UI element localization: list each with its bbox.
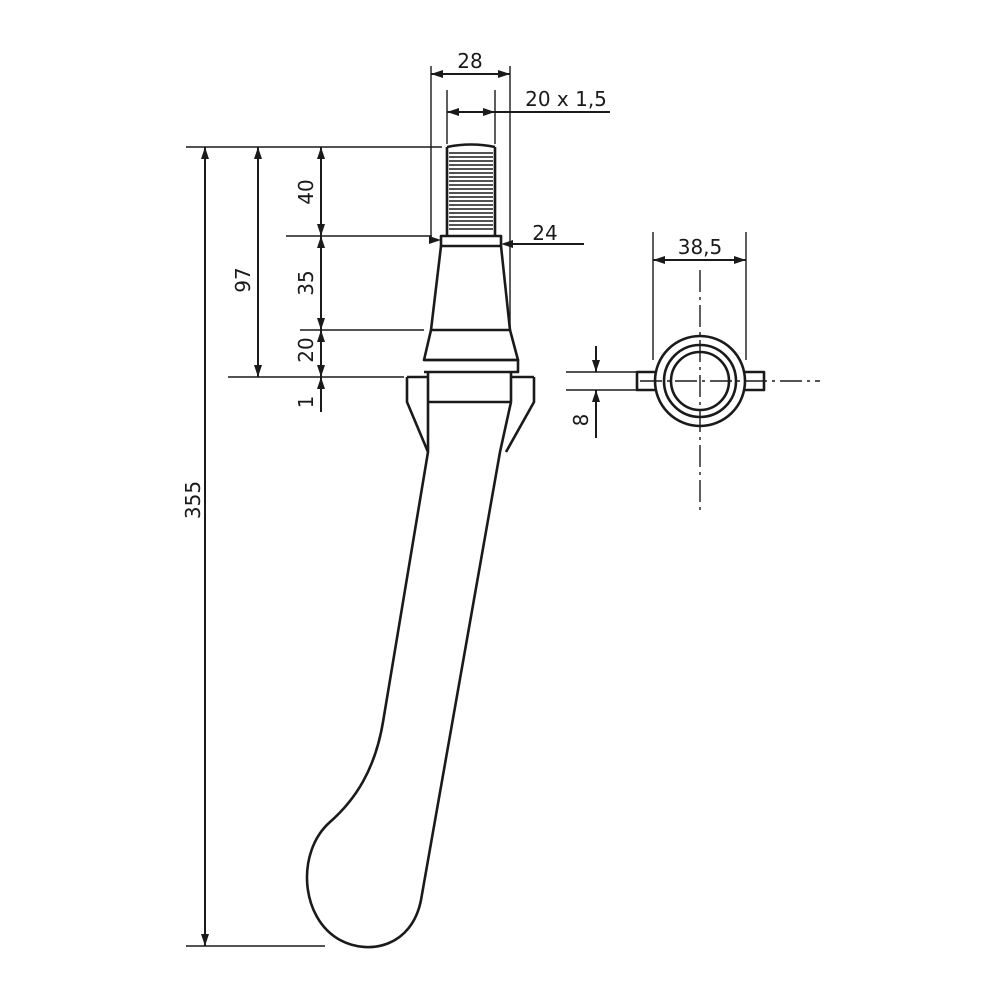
dim-taper-length: 35 xyxy=(294,270,318,295)
dim-upper-length: 97 xyxy=(231,267,255,292)
left-lug xyxy=(635,370,656,392)
dim-collar-length: 20 xyxy=(294,337,318,362)
collar-band xyxy=(424,358,520,374)
threaded-stud xyxy=(445,143,497,235)
dim-slot-width: 8 xyxy=(569,414,593,427)
flange-bracket xyxy=(405,375,536,453)
body-upper xyxy=(426,372,513,404)
dim-thread: 20 x 1,5 xyxy=(525,87,607,111)
collar xyxy=(422,328,520,362)
side-view xyxy=(305,143,536,949)
dim-neck-diameter: 24 xyxy=(532,221,557,245)
end-view xyxy=(635,270,820,512)
handle xyxy=(305,401,513,949)
dim-top-width: 28 xyxy=(457,49,482,73)
dim-thread-length: 40 xyxy=(294,179,318,204)
extension-lines xyxy=(186,66,747,947)
taper xyxy=(429,245,512,331)
dim-flange-gap: 1 xyxy=(294,396,318,409)
dim-flange-width: 38,5 xyxy=(678,235,723,259)
dim-overall-length: 355 xyxy=(181,481,205,519)
neck-ring xyxy=(439,234,503,248)
dimensions: 28 20 x 1,5 24 38,5 40 35 20 1 97 355 8 xyxy=(181,49,747,947)
arrowheads xyxy=(201,70,746,946)
